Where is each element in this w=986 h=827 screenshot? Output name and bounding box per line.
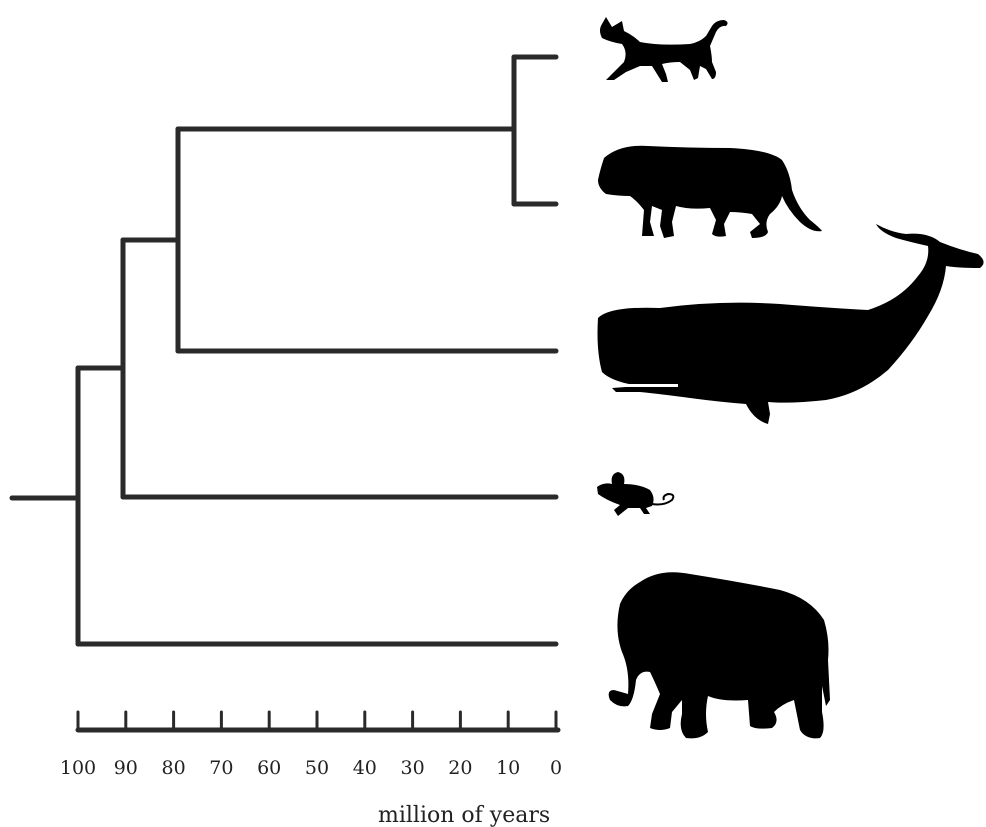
axis-title: million of years	[378, 803, 550, 827]
axis-tick-label: 100	[60, 757, 96, 779]
axis-tick-label: 70	[209, 757, 233, 779]
axis-tick-label: 60	[257, 757, 281, 779]
axis-tick-label: 40	[353, 757, 377, 779]
cat-icon	[600, 17, 728, 82]
tiger-icon	[598, 146, 822, 238]
axis-tick-label: 30	[401, 757, 425, 779]
sperm-whale-icon	[598, 224, 984, 424]
axis-tick-label: 80	[162, 757, 186, 779]
mouse-icon	[597, 472, 673, 516]
axis-tick-label: 10	[496, 757, 520, 779]
axis-tick-label: 90	[114, 757, 138, 779]
axis-tick-label: 0	[550, 757, 562, 779]
tree-branches	[12, 57, 556, 644]
axis-tick-label: 20	[448, 757, 472, 779]
elephant-icon	[609, 572, 830, 738]
axis-tick-label: 50	[305, 757, 329, 779]
